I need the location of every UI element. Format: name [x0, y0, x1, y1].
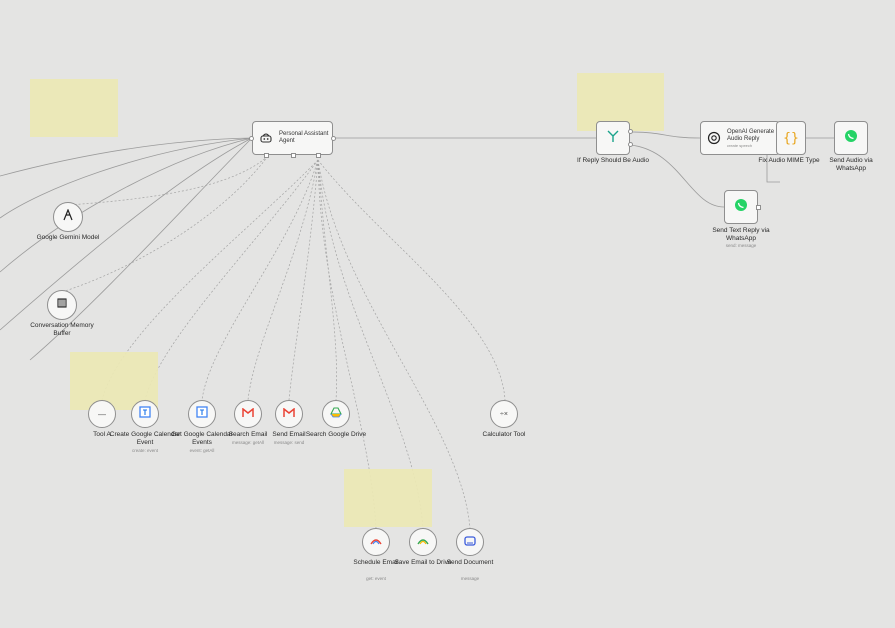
openai-icon — [707, 131, 721, 145]
tool-label: Send Document — [446, 559, 494, 566]
calculator-icon: ÷× — [500, 410, 508, 418]
tool-label: Tool A — [93, 431, 111, 438]
agent-input-port[interactable] — [249, 136, 254, 141]
drive-upload-icon — [417, 533, 429, 551]
switch-output-false-port[interactable] — [628, 142, 633, 147]
tool-label: Get Google Calendar Events — [171, 431, 233, 446]
send-text-sub: send: message — [725, 243, 757, 248]
memory-node[interactable] — [47, 290, 77, 320]
sticky-note-1[interactable] — [30, 79, 118, 137]
fix-mime-label: Fix Audio MIME Type — [758, 157, 820, 164]
tool-label: Search Email — [228, 431, 268, 438]
tool-node[interactable]: ÷× — [490, 400, 518, 428]
chat-model-label: Google Gemini Model — [36, 234, 100, 241]
tool-node[interactable] — [362, 528, 390, 556]
agent-memory-port[interactable] — [291, 153, 296, 158]
robot-icon — [259, 131, 273, 145]
switch-output-true-port[interactable] — [628, 129, 633, 134]
tool-label: Create Google Calendar Event — [109, 431, 181, 446]
memory-icon — [56, 296, 68, 314]
tool-node[interactable] — [275, 400, 303, 428]
whatsapp-icon — [844, 129, 858, 148]
agent-title: Personal Assistant Agent — [279, 131, 329, 144]
tool-sub: message: getAll — [231, 440, 265, 445]
tool-node[interactable] — [188, 400, 216, 428]
gmail-icon — [283, 405, 295, 423]
tool-label: Schedule Email — [353, 559, 399, 566]
agent-tool-port[interactable] — [316, 153, 321, 158]
openai-title: OpenAI Generate Audio Reply — [727, 128, 775, 142]
tool-sub: message: send — [273, 440, 305, 445]
tool-label: Calculator Tool — [482, 431, 526, 438]
whatsapp-icon — [734, 198, 748, 217]
google-calendar-icon — [139, 405, 151, 423]
chat-model-node[interactable] — [53, 202, 83, 232]
tool-node[interactable] — [409, 528, 437, 556]
agent-output-port[interactable] — [331, 136, 336, 141]
tool-label: Send Email — [272, 431, 306, 438]
memory-label: Conversation Memory Buffer — [30, 322, 94, 337]
tool-node[interactable]: — — [88, 400, 116, 428]
send-audio-node[interactable] — [834, 121, 868, 155]
openai-sub: create speech — [727, 142, 753, 148]
tool-node[interactable] — [131, 400, 159, 428]
tool-icon: — — [98, 409, 106, 419]
sticky-note-4[interactable] — [344, 469, 432, 527]
google-drive-icon — [330, 405, 342, 423]
agent-model-port[interactable] — [264, 153, 269, 158]
code-braces-icon: {} — [783, 130, 799, 146]
switch-node[interactable] — [596, 121, 630, 155]
tool-node[interactable] — [322, 400, 350, 428]
send-audio-label: Send Audio via WhatsApp — [829, 157, 873, 172]
switch-icon — [605, 128, 621, 149]
send-text-output-port[interactable] — [756, 205, 761, 210]
gemini-icon — [62, 208, 74, 226]
switch-label: If Reply Should Be Audio — [577, 157, 649, 164]
send-text-node[interactable] — [724, 190, 758, 224]
google-calendar-icon — [196, 405, 208, 423]
document-icon — [464, 533, 476, 551]
fix-mime-node[interactable]: {} — [776, 121, 806, 155]
tool-sub: get: event — [366, 576, 386, 581]
tool-sub: message — [460, 576, 480, 581]
gmail-icon — [242, 405, 254, 423]
tool-sub: event: getAll — [189, 448, 215, 453]
tool-node[interactable] — [456, 528, 484, 556]
schedule-icon — [370, 533, 382, 551]
openai-node[interactable]: OpenAI Generate Audio Reply create speec… — [700, 121, 780, 155]
tool-label: Save Email to Drive — [394, 559, 452, 566]
send-text-label: Send Text Reply via WhatsApp — [712, 227, 770, 242]
tool-sub: create: event — [131, 448, 158, 453]
tool-node[interactable] — [234, 400, 262, 428]
tool-label: Search Google Drive — [305, 431, 367, 438]
agent-node[interactable]: Personal Assistant Agent — [252, 121, 333, 155]
